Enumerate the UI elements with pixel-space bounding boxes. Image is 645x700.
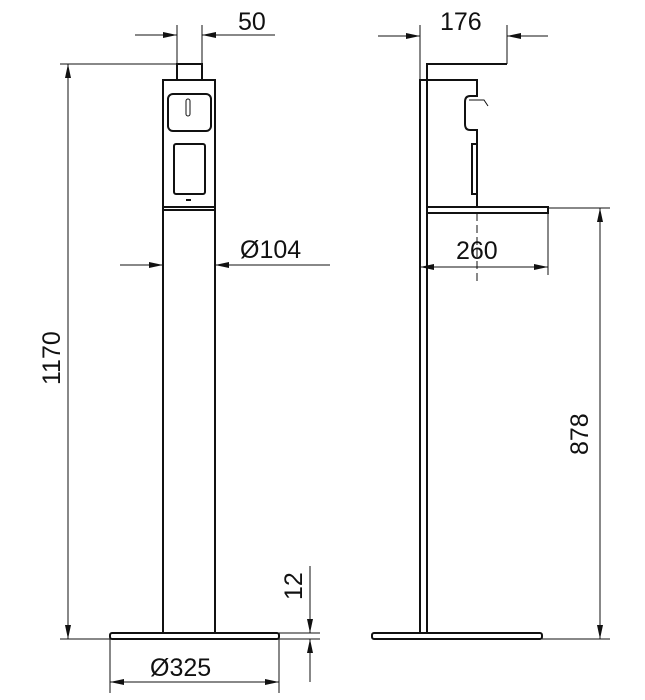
dim-1170: 1170 [38,63,177,640]
dim-label-878: 878 [566,413,594,455]
front-slot-icon [185,98,191,117]
dim-325: Ø325 [109,639,280,693]
dim-label-325: Ø325 [150,654,211,682]
side-dispenser-body [427,79,478,207]
dim-label-260: 260 [456,237,498,265]
dim-label-1170: 1170 [38,331,66,385]
dim-label-176: 176 [440,8,482,36]
dim-878: 878 [542,207,610,640]
dim-260: 260 [420,213,549,275]
front-base-plate [109,632,280,640]
front-sensor-window [167,93,212,132]
dim-50: 50 [135,8,275,64]
side-view [371,63,549,640]
side-pole [419,79,428,634]
front-top-cap [176,63,203,81]
dim-104: Ø104 [120,236,330,268]
side-display [471,143,478,195]
front-display-panel [173,143,206,195]
front-pole [162,209,216,634]
side-base-plate [371,632,543,640]
side-nozzle [469,99,489,107]
dim-label-12: 12 [280,572,308,600]
dim-12: 12 [279,566,320,682]
dim-label-104: Ø104 [240,236,301,264]
front-view [109,63,280,640]
side-shelf [426,206,549,214]
side-top-cap [426,63,507,80]
dim-176: 176 [378,8,548,80]
dim-label-50: 50 [238,8,266,36]
